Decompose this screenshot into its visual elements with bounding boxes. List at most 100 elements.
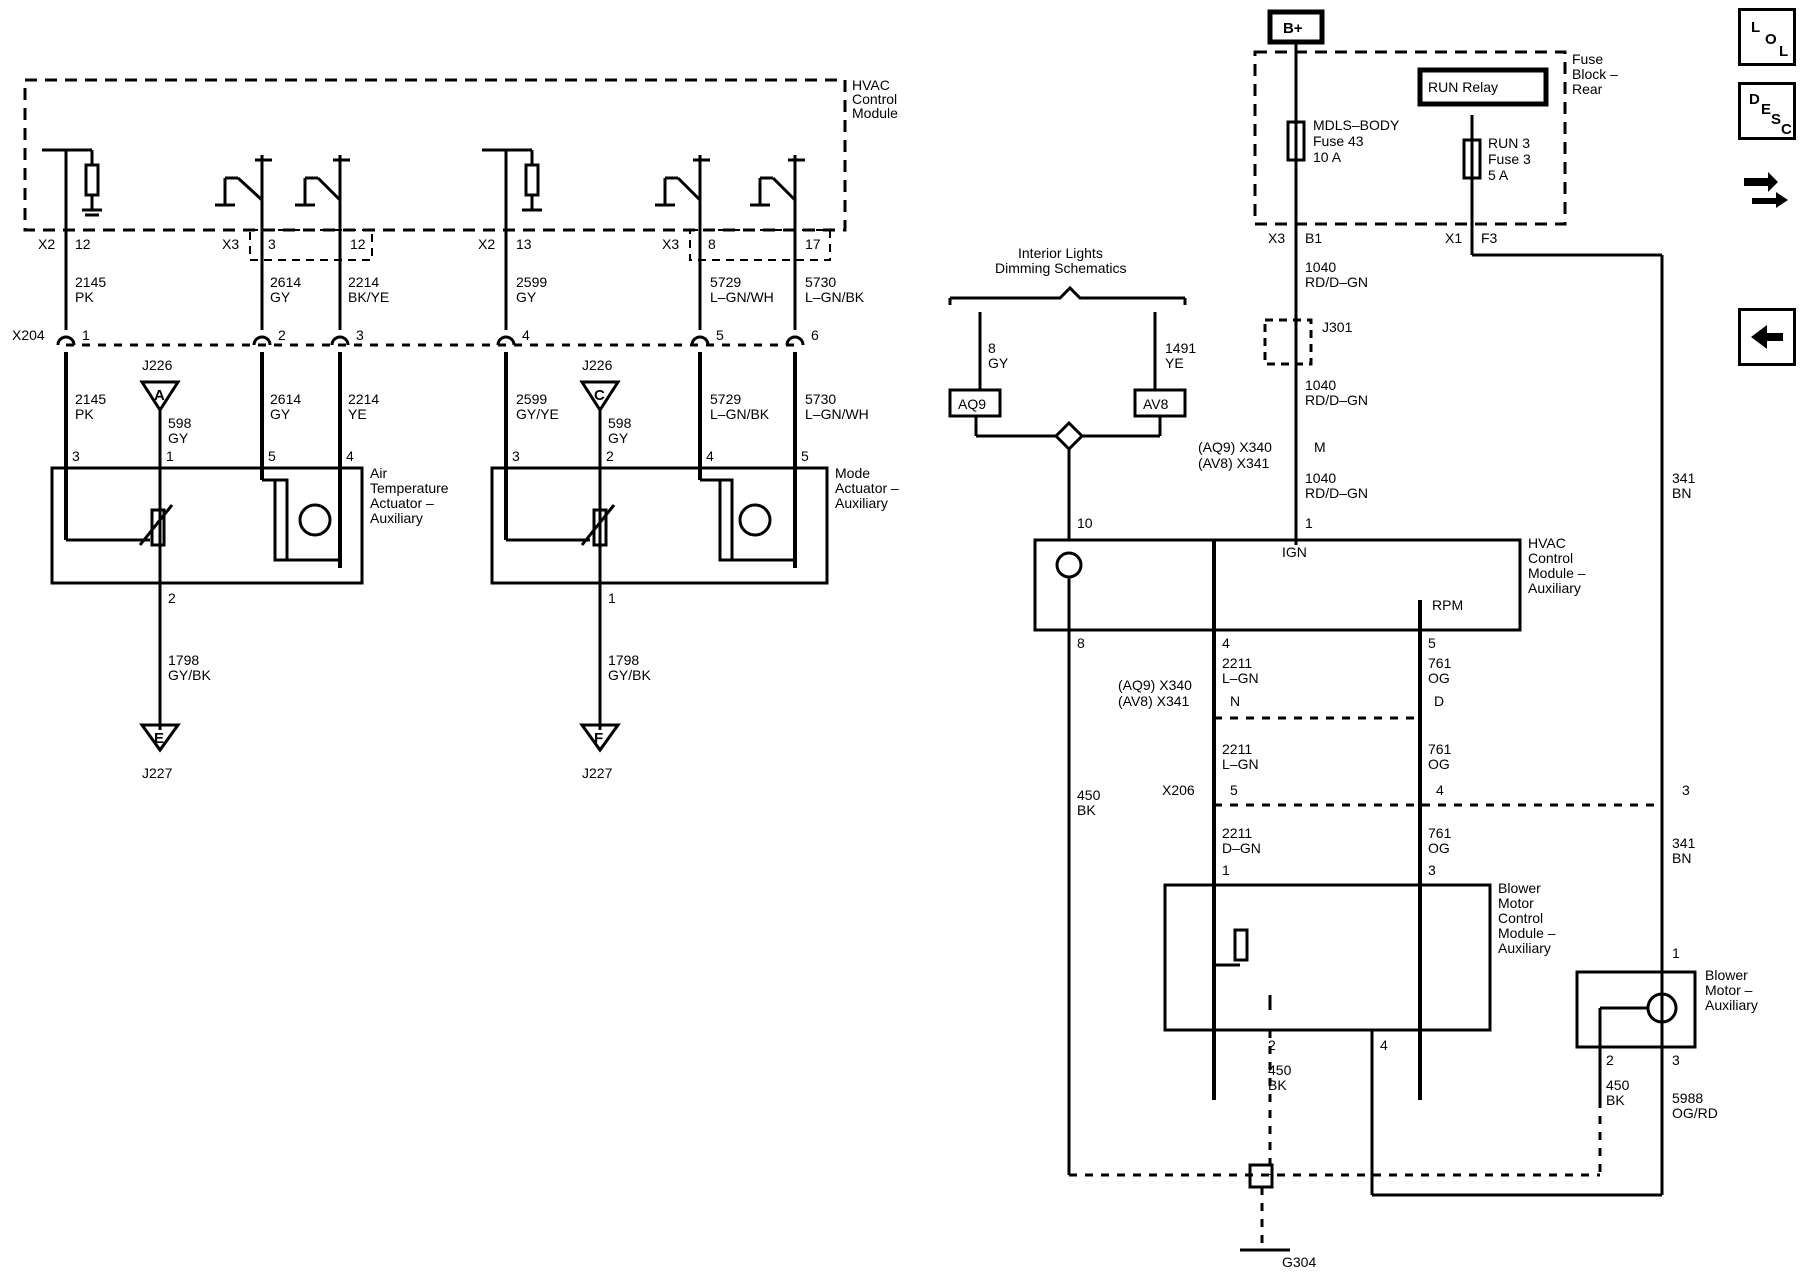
wire-5730-bot-num: 5730 [805, 391, 836, 407]
interior-lights-label-2: Dimming Schematics [995, 260, 1126, 276]
wire-1798-b-num: 1798 [608, 652, 639, 668]
lol-letter-2: O [1765, 31, 1777, 48]
mdls-fuse-label-3: 10 A [1313, 149, 1342, 165]
wire-341-b-num: 341 [1672, 835, 1696, 851]
wire-2599-top-num: 2599 [516, 274, 547, 290]
wire-2599-bot-num: 2599 [516, 391, 547, 407]
air-temp-actuator-box [50, 466, 364, 585]
tri-a: A [154, 387, 165, 404]
wire-5730-top-num: 5730 [805, 274, 836, 290]
wire-5988-color: OG/RD [1672, 1105, 1718, 1121]
wire-2211-c-color: D–GN [1222, 840, 1261, 856]
conn-x2-a: X2 [38, 236, 55, 252]
wire-2614-top-num: 2614 [270, 274, 301, 290]
x204-pin-4: 4 [522, 327, 530, 343]
pin-10: 10 [1077, 515, 1093, 531]
j226-a: J226 [142, 357, 173, 373]
conn-x206: X206 [1162, 782, 1195, 798]
bmcm-label-5: Auxiliary [1498, 940, 1551, 956]
mode-bottom-pin: 1 [608, 590, 616, 606]
hvac-aux-label-2: Control [1528, 550, 1573, 566]
conn-x2-b: X2 [478, 236, 495, 252]
rpm-label: RPM [1432, 597, 1463, 613]
hvac-aux-label-1: HVAC [1528, 535, 1566, 551]
blower-motor-label-3: Auxiliary [1705, 997, 1758, 1013]
wire-450-b-color: BK [1268, 1077, 1287, 1093]
wire-1040-c-num: 1040 [1305, 470, 1336, 486]
fuse-block-label-2: Block – [1572, 66, 1618, 82]
pin-4-hvac: 4 [1222, 635, 1230, 651]
wire-2614-bot-num: 2614 [270, 391, 301, 407]
mode-pin-5: 5 [801, 448, 809, 464]
pin-5-hvac: 5 [1428, 635, 1436, 651]
conn-m-label-2: (AV8) X341 [1198, 455, 1270, 471]
b-plus-label: B+ [1283, 20, 1303, 37]
wire-2211-c-num: 2211 [1222, 825, 1252, 841]
j301-label: J301 [1322, 319, 1353, 335]
wire-2145-top-num: 2145 [75, 274, 106, 290]
pin-n: N [1230, 693, 1240, 709]
wire-1040-a-color: RD/D–GN [1305, 274, 1368, 290]
wire-1491-num: 1491 [1165, 340, 1196, 356]
lol-letter-1: L [1751, 19, 1761, 36]
wire-761-b-num: 761 [1428, 741, 1452, 757]
air-pin-1: 1 [166, 448, 174, 464]
pin-1-hvac: 1 [1305, 515, 1313, 531]
j227-b: J227 [582, 765, 613, 781]
mode-pin-4: 4 [706, 448, 714, 464]
mdls-fuse-label-1: MDLS–BODY [1313, 117, 1400, 133]
wire-761-a-color: OG [1428, 670, 1450, 686]
x204-pin-1: 1 [82, 327, 90, 343]
wrench-tools-icon[interactable] [1738, 160, 1796, 218]
pin-12: 12 [75, 236, 91, 252]
interior-lights-label-1: Interior Lights [1018, 245, 1103, 261]
bmcm-pin-2: 2 [1268, 1037, 1276, 1053]
bm-pin-1: 1 [1672, 945, 1680, 961]
wire-2214-top-color: BK/YE [348, 289, 389, 305]
air-pin-5: 5 [268, 448, 276, 464]
wire-450-a-color: BK [1077, 802, 1096, 818]
back-arrow-icon [1751, 325, 1783, 349]
pin-b1: B1 [1305, 230, 1322, 246]
hvac-aux-label-3: Module – [1528, 565, 1586, 581]
wire-341-a-color: BN [1672, 485, 1691, 501]
g304-label: G304 [1282, 1254, 1316, 1270]
wire-2214-bot-color: YE [348, 406, 367, 422]
wire-1798-a-num: 1798 [168, 652, 199, 668]
wire-2145-top-color: PK [75, 289, 94, 305]
x206-pin-5: 5 [1230, 782, 1238, 798]
fuse-block-label-1: Fuse [1572, 51, 1603, 67]
pin-17: 17 [805, 236, 821, 252]
wire-5729-bot-color: L–GN/BK [710, 406, 770, 422]
air-actuator-label-4: Auxiliary [370, 510, 423, 526]
mode-actuator-label-1: Mode [835, 465, 870, 481]
wire-450-c-num: 450 [1606, 1077, 1630, 1093]
bm-pin-2: 2 [1606, 1052, 1614, 1068]
hvac-module-label-3: Module [852, 105, 898, 121]
wire-2599-bot-color: GY/YE [516, 406, 559, 422]
wire-598-a-num: 598 [168, 415, 192, 431]
back-button[interactable] [1738, 308, 1796, 366]
mode-pin-3: 3 [512, 448, 520, 464]
pin-d: D [1434, 693, 1444, 709]
wire-598-c-color: GY [608, 430, 629, 446]
air-actuator-label-1: Air [370, 465, 387, 481]
aq9-label: AQ9 [958, 396, 986, 412]
wire-341-b-color: BN [1672, 850, 1691, 866]
wire-2214-bot-num: 2214 [348, 391, 379, 407]
pin-3: 3 [268, 236, 276, 252]
lol-button[interactable]: L O L [1738, 8, 1796, 66]
wire-8-color: GY [988, 355, 1009, 371]
wire-1798-a-color: GY/BK [168, 667, 211, 683]
blower-motor-control-module-box [1163, 883, 1492, 1032]
wire-5729-top-num: 5729 [710, 274, 741, 290]
desc-letter-4: C [1781, 121, 1792, 138]
blower-motor-box [1575, 970, 1697, 1049]
wire-2211-a-color: L–GN [1222, 670, 1259, 686]
air-pin-4: 4 [346, 448, 354, 464]
x204-pin-5: 5 [716, 327, 724, 343]
x204-pin-6: 6 [811, 327, 819, 343]
wire-1040-c-color: RD/D–GN [1305, 485, 1368, 501]
pin-m: M [1314, 439, 1326, 455]
desc-button[interactable]: D E S C [1738, 82, 1796, 140]
